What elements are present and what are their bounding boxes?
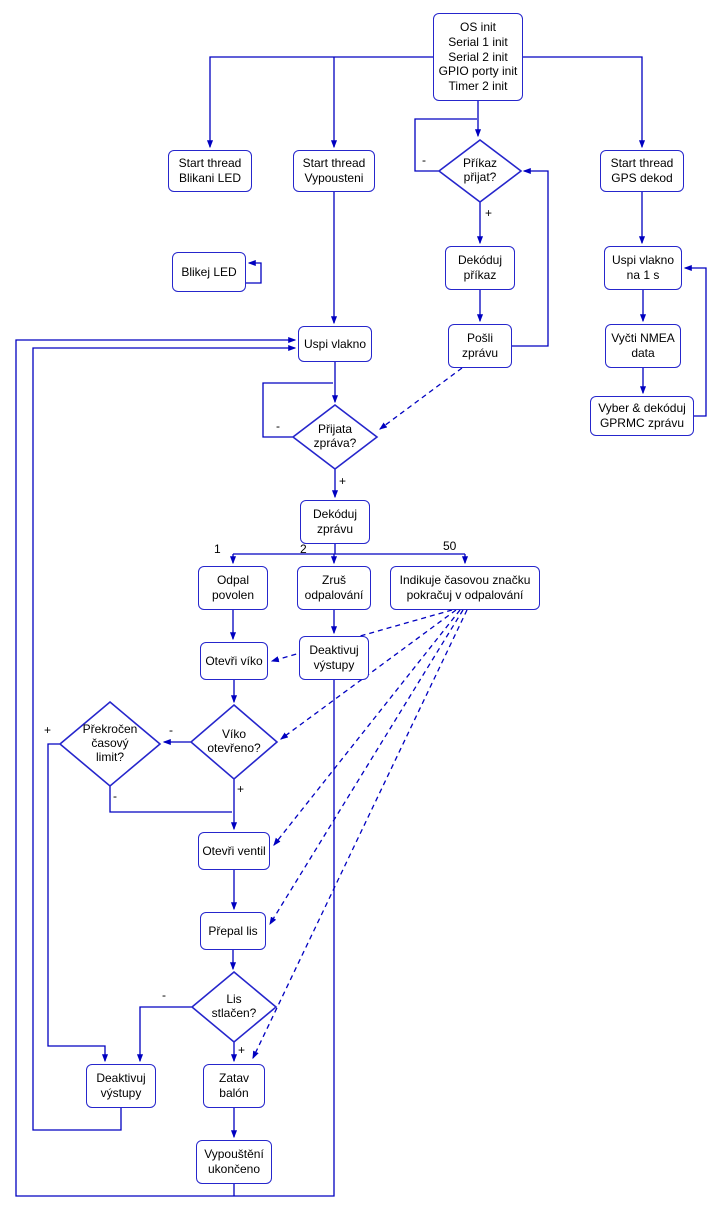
node-otevri-ventil: Otevři ventil	[198, 832, 270, 870]
label-prijata-minus: -	[276, 419, 280, 433]
label-branch-50: 50	[443, 539, 457, 553]
node-vycti-nmea: Vyčti NMEA data	[605, 324, 681, 368]
node-prijata-zprava: Přijata zpráva?	[313, 422, 357, 450]
label-branch-1: 1	[214, 542, 221, 556]
diamond-prijata-zprava	[291, 403, 379, 471]
dashed-edges	[252, 367, 468, 1060]
node-dekoduj-zpravu: Dekóduj zprávu	[300, 500, 370, 544]
node-prepal-lis: Přepal lis	[200, 912, 266, 950]
label-prekrocen-minus: -	[113, 789, 117, 803]
diamond-lis-stlacen	[190, 970, 278, 1044]
edge-deaktivujb-return-uspi	[32, 344, 297, 1131]
node-uspi-vlakno: Uspi vlakno	[298, 326, 372, 362]
label-branch-2: 2	[300, 542, 307, 556]
node-start-thread-vypousteni: Start thread Vypousteni	[293, 150, 375, 192]
edge-prekrocen-plus-deaktivuj	[47, 743, 109, 1063]
diamond-prikaz-prijat	[437, 138, 523, 204]
node-deaktivuj-vystupy-a: Deaktivuj výstupy	[299, 636, 369, 680]
node-os-init: OS init Serial 1 init Serial 2 init GPIO…	[433, 13, 523, 101]
edge-os-to-blikani	[206, 56, 433, 149]
node-start-thread-gps: Start thread GPS dekod	[600, 150, 684, 192]
label-prekrocen-plus: +	[44, 723, 52, 737]
node-otevri-viko: Otevři víko	[200, 642, 268, 680]
edge-prekrocen-minus-merge	[109, 786, 232, 813]
label-lis-plus: +	[238, 1043, 246, 1057]
edge-posli-msg-prijata	[379, 367, 463, 430]
edge-gprmc-back-uspi1s	[683, 264, 707, 417]
label-viko-minus: -	[169, 723, 173, 737]
node-deaktivuj-vystupy-b: Deaktivuj výstupy	[86, 1064, 156, 1108]
node-blikej-led: Blikej LED	[172, 252, 246, 292]
node-start-thread-blikani: Start thread Blikani LED	[168, 150, 252, 192]
node-indikuje-znacku: Indikuje časovou značku pokračuj v odpal…	[390, 566, 540, 610]
node-uspi-vlakno-1s: Uspi vlakno na 1 s	[604, 246, 682, 290]
label-prikaz-plus: +	[485, 206, 493, 220]
node-dekoduj-prikaz: Dekóduj příkaz	[445, 246, 515, 290]
node-zatav-balon: Zatav balón	[203, 1064, 265, 1108]
edge-indikuje-msg-ventil	[273, 609, 461, 846]
node-prikaz-prijat: Příkaz přijat?	[462, 156, 497, 184]
edge-dekoduj-branch-trunk	[233, 544, 465, 555]
edge-prijata-minus-loop	[262, 382, 333, 438]
edge-blikej-self-loop	[246, 259, 262, 284]
label-viko-plus: +	[237, 782, 245, 796]
node-vypousteni-ukonceno: Vypouštění ukončeno	[196, 1140, 272, 1184]
solid-edges	[15, 56, 707, 1197]
node-vyber-gprmc: Vyber & dekóduj GPRMC zprávu	[590, 396, 694, 436]
label-prijata-plus: +	[339, 474, 347, 488]
diamond-prekrocen-limit	[58, 700, 162, 788]
node-viko-otevreno: Víko otevřeno?	[207, 727, 261, 755]
edge-deaktivuja-return-uspi	[15, 336, 335, 1197]
label-prikaz-minus: -	[422, 153, 426, 167]
edge-posli-back-to-prikaz	[512, 167, 549, 347]
diamond-viko-otevreno	[189, 703, 279, 781]
node-odpal-povolen: Odpal povolen	[198, 566, 268, 610]
node-posli-zpravu: Pošli zprávu	[448, 324, 512, 368]
edge-lis-minus-deaktivuj	[136, 1006, 192, 1063]
edge-indikuje-msg-zatav	[252, 609, 468, 1060]
label-lis-minus: -	[162, 988, 166, 1002]
edge-os-to-gps	[523, 56, 646, 149]
node-lis-stlacen: Lis stlačen?	[211, 992, 257, 1020]
edge-prikaz-minus-loop	[414, 118, 477, 172]
node-zrus-odpalovani: Zruš odpalování	[297, 566, 371, 610]
node-prekrocen-limit: Překročen časový limit?	[82, 722, 138, 764]
edge-indikuje-msg-prepal	[269, 609, 464, 926]
decision-diamonds	[58, 138, 523, 1044]
